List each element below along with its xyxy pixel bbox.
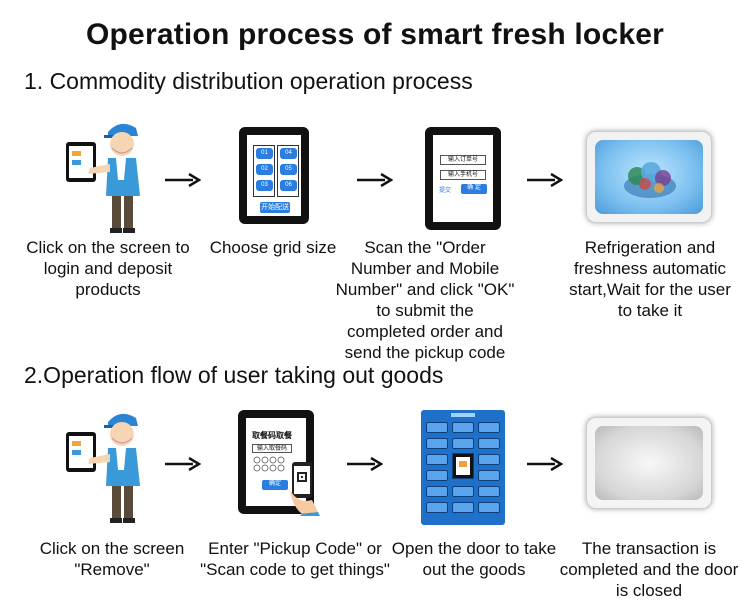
keypad-icon xyxy=(253,456,285,472)
step1-3-caption: Scan the "Order Number and Mobile Number… xyxy=(335,238,515,362)
section2-title: 2.Operation flow of user taking out good… xyxy=(24,362,444,388)
grid-button-01[interactable]: 01 xyxy=(256,148,273,159)
user-illustration xyxy=(64,408,154,526)
ok-button[interactable]: 确 定 xyxy=(461,184,487,194)
arrow-right-icon xyxy=(527,173,563,187)
submit-label[interactable]: 提交 xyxy=(439,188,452,194)
pickup-code-field[interactable]: 输入取餐码 xyxy=(252,444,292,453)
grid-button-04[interactable]: 04 xyxy=(280,148,297,159)
phone-qr-icon xyxy=(290,462,320,516)
step2-4-caption: The transaction is completed and the doo… xyxy=(559,539,739,600)
grid-button-03[interactable]: 03 xyxy=(256,180,273,191)
step1-2-caption: Choose grid size xyxy=(209,238,337,257)
grid-button-05[interactable]: 05 xyxy=(280,164,297,175)
step2-1-caption: Click on the screen "Remove" xyxy=(39,539,185,579)
fresh-produce-icon xyxy=(624,162,676,198)
order-entry-tablet: 输入订单号 输入手机号 提交 确 定 xyxy=(425,127,501,230)
fridge-compartment xyxy=(586,131,712,223)
courier-illustration xyxy=(64,118,154,236)
grid-button-06[interactable]: 06 xyxy=(280,180,297,191)
section1-title: 1. Commodity distribution operation proc… xyxy=(24,68,473,94)
grid-size-tablet: 01 04 02 05 03 06 开始配送 xyxy=(239,127,309,224)
confirm-button[interactable]: 确定 xyxy=(262,480,288,490)
order-number-field[interactable]: 输入订单号 xyxy=(440,155,486,165)
phone-number-field[interactable]: 输入手机号 xyxy=(440,170,486,180)
closed-compartment xyxy=(586,417,712,509)
start-delivery-button[interactable]: 开始配送 xyxy=(260,202,290,213)
arrow-right-icon xyxy=(165,173,201,187)
locker-cabinet xyxy=(421,410,505,525)
arrow-right-icon xyxy=(347,457,383,471)
step2-2-caption: Enter "Pickup Code" or "Scan code to get… xyxy=(200,539,390,579)
arrow-right-icon xyxy=(527,457,563,471)
step2-3-caption: Open the door to take out the goods xyxy=(391,539,557,579)
pickup-screen-heading: 取餐码取餐 xyxy=(252,431,292,440)
arrow-right-icon xyxy=(165,457,201,471)
page-title: Operation process of smart fresh locker xyxy=(86,18,664,51)
step1-1-caption: Click on the screen to login and deposit… xyxy=(26,238,190,299)
step1-4-caption: Refrigeration and freshness automatic st… xyxy=(569,238,731,320)
arrow-right-icon xyxy=(357,173,393,187)
grid-button-02[interactable]: 02 xyxy=(256,164,273,175)
